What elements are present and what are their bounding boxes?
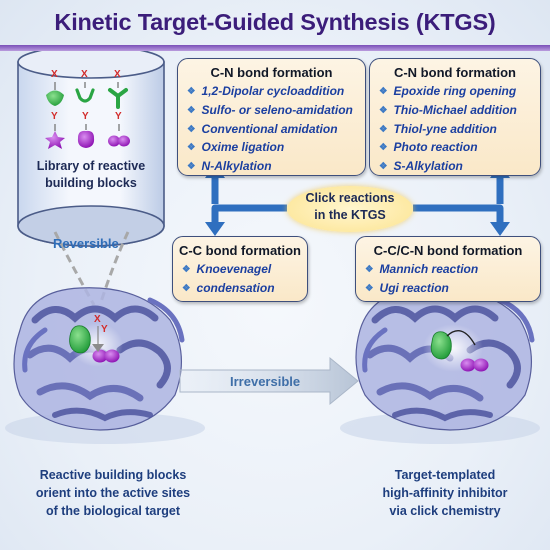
caption-line: via click chemistry <box>389 504 501 518</box>
reaction-item: Sulfo- or seleno-amidation <box>187 102 365 121</box>
caption-line: Reactive building blocks <box>39 468 187 482</box>
click-reactions-label: Click reactions in the KTGS <box>287 190 413 224</box>
magenta-block-bound-right-b <box>473 358 489 372</box>
caption-left: Reactive building blocks orient into the… <box>8 466 218 520</box>
library-label-line1: Library of reactive <box>36 159 146 173</box>
irreversible-arrow <box>179 356 359 406</box>
reaction-item: 1,2-Dipolar cycloaddition <box>187 83 365 102</box>
reaction-item-text: Knoevenagel <box>196 262 272 276</box>
reaction-item: Thio-Michael addition <box>379 102 540 121</box>
flow-arrows <box>211 178 504 222</box>
y-marker: Y <box>115 111 122 122</box>
caption-line: of the biological target <box>45 504 181 518</box>
reaction-item: Mannich reaction <box>365 261 540 280</box>
box-title: C-N bond formation <box>393 65 517 80</box>
reaction-item: N-Alkylation <box>187 158 365 177</box>
title-rule <box>0 45 550 51</box>
library-label: Library of reactive building blocks <box>24 158 158 192</box>
magenta-block-2 <box>77 124 95 148</box>
reaction-item: Photo reaction <box>379 139 540 158</box>
click-label-line2: in the KTGS <box>314 208 386 222</box>
magenta-block-bound-right-a <box>460 358 476 372</box>
y-marker: Y <box>51 111 58 122</box>
click-reactions-ellipse <box>287 186 413 232</box>
reaction-item: Conventional amidation <box>187 121 365 140</box>
reaction-item: Oxime ligation <box>187 139 365 158</box>
reaction-item: Knoevenagel <box>182 261 307 280</box>
caption-right: Target-templated high-affinity inhibitor… <box>350 466 540 520</box>
reaction-item-text: condensation <box>196 280 275 295</box>
y-marker: Y <box>82 111 89 122</box>
x-marker-active-site: X <box>94 314 101 325</box>
magenta-block-1 <box>45 124 65 149</box>
green-block-1 <box>46 82 64 106</box>
reaction-item-continued: condensation <box>182 280 307 299</box>
box-title: C-N bond formation <box>210 65 333 80</box>
green-block-bound-right <box>430 331 452 360</box>
box-title: C-C bond formation <box>178 243 302 258</box>
green-block-3 <box>108 82 128 109</box>
magenta-block-bound-left-b <box>104 349 120 363</box>
caption-line: high-affinity inhibitor <box>382 486 508 500</box>
click-label-line1: Click reactions <box>305 191 395 205</box>
triazole-link <box>446 330 476 346</box>
reversible-label: Reversible <box>53 236 119 251</box>
cc-bond-box: C-C bond formation Knoevenagel condensat… <box>172 236 308 302</box>
reaction-item: Epoxide ring opening <box>379 83 540 102</box>
cn-bond-box-left: C-N bond formation 1,2-Dipolar cycloaddi… <box>177 58 366 176</box>
library-cylinder <box>17 45 165 247</box>
green-block-bound-left <box>69 325 91 354</box>
cn-bond-box-right: C-N bond formation Epoxide ring opening … <box>369 58 541 176</box>
dashed-line-left <box>53 231 96 306</box>
library-label-line2: building blocks <box>45 176 137 190</box>
x-marker: X <box>81 69 88 80</box>
cccn-bond-box: C-C/C-N bond formation Mannich reaction … <box>355 236 541 302</box>
magenta-block-bound-left-a <box>92 349 108 363</box>
magenta-block-3 <box>108 124 130 147</box>
reaction-item: S-Alkylation <box>379 158 540 177</box>
x-marker: X <box>114 69 121 80</box>
reaction-item: Thiol-yne addition <box>379 121 540 140</box>
caption-line: orient into the active sites <box>35 486 191 500</box>
down-arrow-left <box>92 344 104 352</box>
y-marker-active-site: Y <box>101 324 108 335</box>
x-marker: X <box>51 69 58 80</box>
box-title: C-C/C-N bond formation <box>373 243 523 258</box>
irreversible-label: Irreversible <box>230 374 301 389</box>
figure-title: Kinetic Target-Guided Synthesis (KTGS) <box>54 9 496 35</box>
green-block-2 <box>75 82 95 103</box>
caption-line: Target-templated <box>394 468 496 482</box>
reaction-item: Ugi reaction <box>365 280 540 299</box>
